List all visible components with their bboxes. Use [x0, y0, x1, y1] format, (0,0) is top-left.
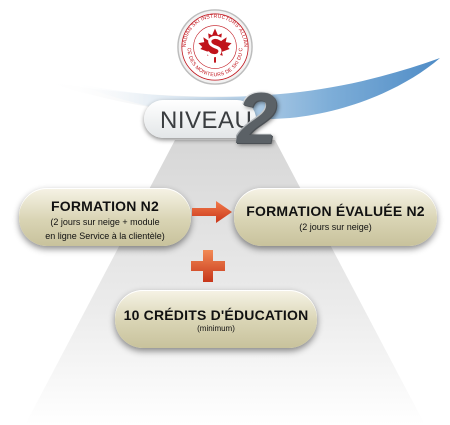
level-pill	[144, 100, 256, 138]
formation-n2-sub-line1: (2 jours sur neige + module	[50, 217, 160, 227]
swoosh-gray	[40, 70, 420, 116]
level-number: 2	[236, 78, 277, 158]
formation-n2-title: FORMATION N2	[51, 198, 159, 214]
formation-n2-sub-line2: en ligne Service à la clientèle)	[45, 230, 165, 241]
plus-icon	[191, 250, 225, 282]
formation-evaluee-sub: (2 jours sur neige)	[299, 222, 372, 232]
formation-evaluee-title: FORMATION ÉVALUÉE N2	[246, 203, 425, 219]
level-badge: NIVEAU 2	[140, 82, 305, 158]
formation-n2-box: FORMATION N2 (2 jours sur neige + module…	[19, 188, 191, 246]
education-credits-box: 10 CRÉDITS D'ÉDUCATION (minimum)	[115, 290, 317, 348]
formation-evaluee-box: FORMATION ÉVALUÉE N2 (2 jours sur neige)	[234, 188, 437, 246]
arrow-right-icon	[192, 201, 232, 223]
slope-shape	[25, 140, 425, 425]
education-credits-sub: (minimum)	[197, 324, 235, 333]
education-credits-title: 10 CRÉDITS D'ÉDUCATION	[123, 307, 309, 323]
level-word: NIVEAU	[160, 107, 253, 134]
